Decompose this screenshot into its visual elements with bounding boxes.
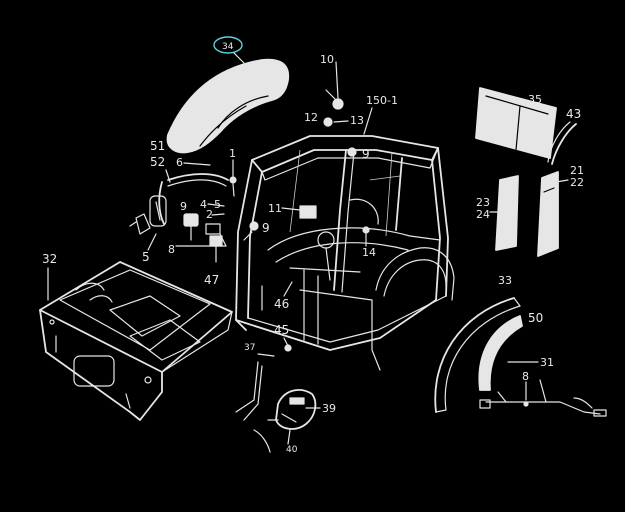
label-37[interactable]: 37 [244,343,255,353]
label-9a[interactable]: 9 [362,147,370,161]
label-14[interactable]: 14 [362,246,376,259]
part-column-23[interactable] [495,175,519,251]
label-43[interactable]: 43 [566,107,581,121]
part-column-21[interactable] [537,171,559,257]
part-bracket-11[interactable] [299,205,317,219]
label-39[interactable]: 39 [322,402,336,415]
label-23[interactable]: 23 [476,196,490,209]
label-24[interactable]: 24 [476,208,490,221]
part-wiring-harness[interactable] [479,379,607,417]
label-13[interactable]: 13 [350,114,364,127]
part-seal-43[interactable] [547,121,577,165]
label-32[interactable]: 32 [42,252,57,266]
part-roof-panel[interactable] [166,58,290,154]
label-12[interactable]: 12 [304,111,318,124]
part-nut-10[interactable] [332,98,344,110]
label-4[interactable]: 4 [200,198,207,211]
callout-34-circle [213,36,243,54]
part-mirror-bracket[interactable] [149,173,229,227]
leader-150-1 [363,107,373,135]
label-2[interactable]: 2 [206,208,213,221]
part-clip-9a[interactable] [347,147,357,157]
label-51[interactable]: 51 [150,139,165,153]
part-washer-12[interactable] [323,117,333,127]
label-52[interactable]: 52 [150,155,165,169]
part-handle-left[interactable] [129,213,151,235]
part-bracket-37[interactable] [235,353,275,453]
label-10[interactable]: 10 [320,53,334,66]
label-47[interactable]: 47 [204,273,219,287]
part-fender-50[interactable] [478,315,523,391]
label-40[interactable]: 40 [286,445,298,455]
label-8b[interactable]: 8 [522,370,529,383]
label-6[interactable]: 6 [176,156,183,169]
part-bracket-47[interactable] [209,235,223,263]
label-5b[interactable]: 5 [214,198,221,211]
label-5[interactable]: 5 [142,250,150,264]
label-1[interactable]: 1 [229,147,236,160]
label-9c[interactable]: 9 [262,221,270,235]
label-9b[interactable]: 9 [180,200,187,213]
label-50[interactable]: 50 [528,311,543,325]
part-fender-33[interactable] [434,297,521,413]
label-33[interactable]: 33 [498,274,512,287]
label-150-1[interactable]: 150-1 [366,94,398,107]
label-46[interactable]: 46 [274,297,289,311]
part-cab-frame[interactable] [235,135,455,371]
label-34[interactable]: 34 [222,42,234,52]
label-11[interactable]: 11 [268,202,282,215]
part-clip-9c[interactable] [249,221,259,231]
leader-34 [233,52,245,64]
label-21[interactable]: 21 [570,164,584,177]
part-bolt-45[interactable] [284,344,292,352]
part-bolt-1[interactable] [229,176,237,184]
label-45[interactable]: 45 [274,323,289,337]
label-31[interactable]: 31 [540,356,554,369]
label-8[interactable]: 8 [168,243,175,256]
part-trim-panel-35[interactable] [475,87,557,159]
part-bolt-14[interactable] [362,226,370,234]
part-control-unit-39[interactable] [267,389,317,430]
label-22[interactable]: 22 [570,176,584,189]
part-cowl-panel[interactable] [39,261,233,421]
part-bolt-10[interactable] [335,61,339,99]
